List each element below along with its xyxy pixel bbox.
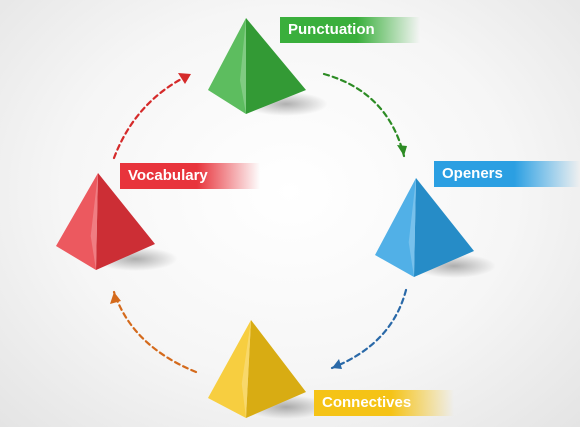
arrow-connectives-to-vocabulary bbox=[110, 290, 198, 374]
punctuation-pyramid bbox=[208, 18, 306, 114]
vocabulary-pyramid-left-face bbox=[56, 173, 98, 270]
vocabulary-label: Vocabulary bbox=[120, 163, 260, 189]
arrow-connectives-to-vocabulary-head-icon bbox=[110, 292, 121, 304]
vocabulary-pyramid bbox=[56, 173, 155, 270]
connectives-pyramid-left-face bbox=[208, 320, 251, 418]
punctuation-pyramid-right-face bbox=[246, 18, 306, 114]
openers-pyramid bbox=[375, 178, 474, 277]
arrow-vocabulary-to-punctuation-line bbox=[112, 72, 193, 160]
connectives-label: Connectives bbox=[314, 390, 454, 416]
openers-pyramid-right-face bbox=[414, 178, 474, 277]
punctuation-pyramid-left-face bbox=[208, 18, 246, 114]
arrow-punctuation-to-openers-head-icon bbox=[397, 145, 407, 156]
arrow-openers-to-connectives bbox=[330, 288, 408, 370]
openers-pyramid-left-face bbox=[375, 178, 416, 277]
connectives-pyramid bbox=[208, 320, 306, 418]
arrow-vocabulary-to-punctuation bbox=[112, 72, 193, 160]
connectives-pyramid-right-face bbox=[246, 320, 306, 418]
arrow-punctuation-to-openers bbox=[322, 72, 407, 158]
arrow-openers-to-connectives-line bbox=[330, 288, 408, 370]
arrow-connectives-to-vocabulary-line bbox=[112, 290, 198, 374]
punctuation-label: Punctuation bbox=[280, 17, 420, 43]
arrow-punctuation-to-openers-line bbox=[322, 72, 406, 158]
openers-label: Openers bbox=[434, 161, 580, 187]
vocabulary-pyramid-right-face bbox=[96, 173, 155, 270]
openers-pyramid-highlight bbox=[408, 178, 416, 277]
arrow-openers-to-connectives-head-icon bbox=[332, 359, 342, 369]
punctuation-pyramid-highlight bbox=[240, 18, 246, 114]
vocabulary-pyramid-highlight bbox=[90, 173, 98, 270]
arrow-vocabulary-to-punctuation-head-icon bbox=[178, 73, 191, 84]
connectives-pyramid-highlight bbox=[241, 320, 251, 418]
